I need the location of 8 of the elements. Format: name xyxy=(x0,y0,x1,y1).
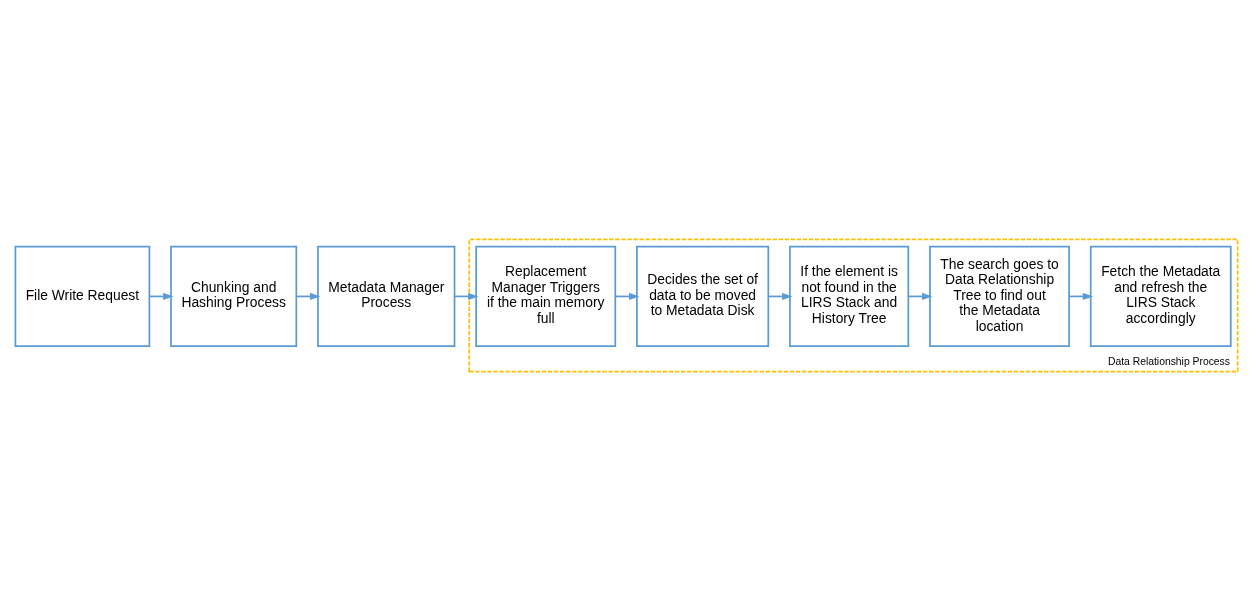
node-box: Chunking and Hashing Process xyxy=(170,245,298,347)
node-box: Metadata Manager Process xyxy=(317,245,456,347)
node-box: Decides the set of data to be moved to Metadata Disk xyxy=(636,245,770,347)
node-box: The search goes to Data Relationship Tree to find out the Metadata location xyxy=(929,245,1070,347)
node-box: File Write Request xyxy=(14,245,151,347)
node-box: Fetch the Metadata and refresh the LIRS Stack accordingly xyxy=(1089,245,1232,347)
node-box: If the element is not found in the LIRS Stack and History Tree xyxy=(789,245,910,347)
node-box: Replacement Manager Triggers if the main memory full xyxy=(475,245,617,347)
